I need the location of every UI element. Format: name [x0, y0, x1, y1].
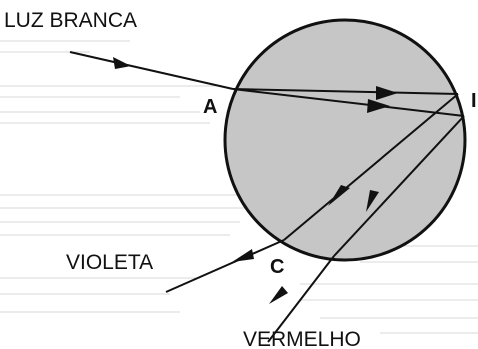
- internal-rays: [232, 88, 465, 257]
- label-point-b: I: [471, 90, 477, 112]
- label-white-light: LUZ BRANCA: [4, 9, 137, 32]
- internal-arrow-upper: [376, 86, 398, 100]
- white-light-arrow: [113, 57, 131, 69]
- label-point-c: C: [270, 256, 284, 278]
- reflected-arrow-red: [366, 190, 379, 212]
- red-exit-arrow: [269, 286, 288, 304]
- reflected-arrow-violet: [328, 185, 350, 206]
- water-drop: [223, 18, 467, 262]
- violet-exit-arrow: [232, 249, 254, 262]
- label-red: VERMELHO: [243, 328, 361, 349]
- label-violet: VIOLETA: [66, 251, 153, 274]
- label-point-a: A: [203, 96, 217, 118]
- internal-arrow-lower: [367, 99, 390, 113]
- white-light-ray: [69, 51, 234, 90]
- exit-rays: [165, 239, 335, 343]
